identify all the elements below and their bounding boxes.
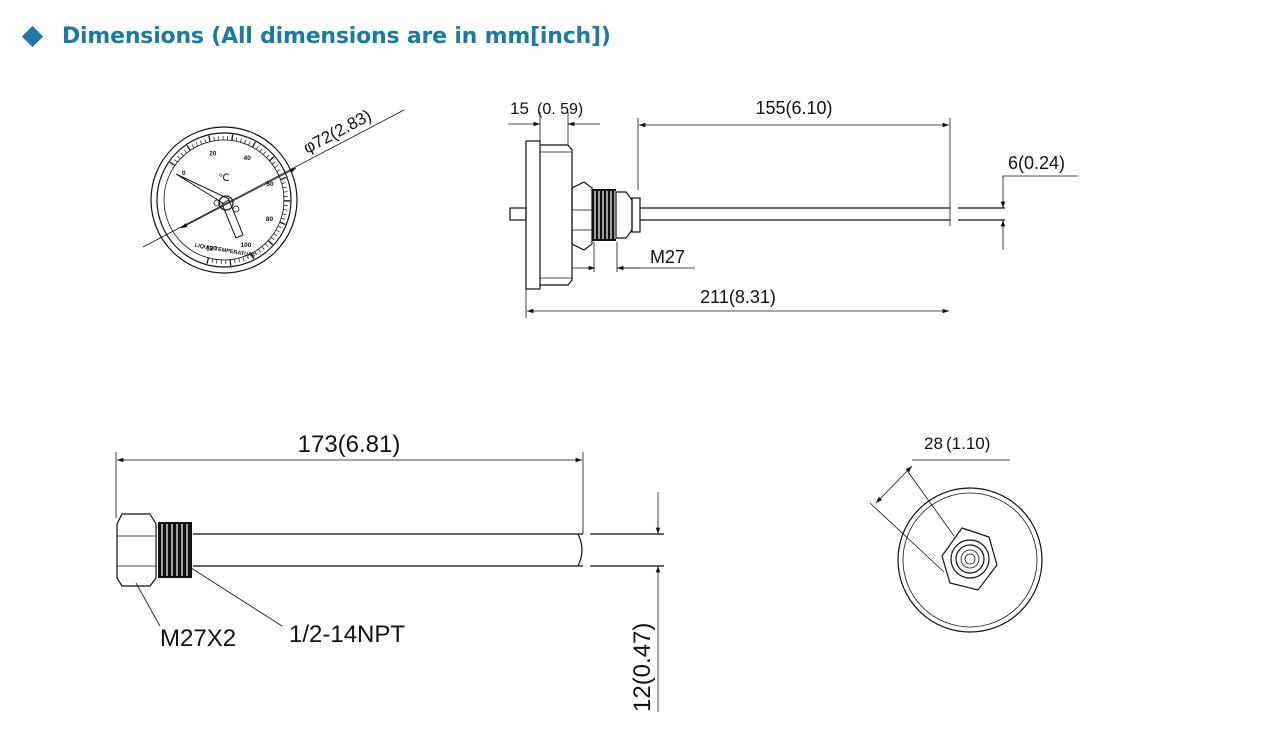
- case-width-inch-label: (0. 59): [537, 101, 583, 118]
- back-width-inch-label: (1.10): [946, 434, 990, 453]
- gauge-tick-label: 100: [241, 242, 252, 249]
- thermowell-dia-label: 12(0.47): [629, 623, 656, 712]
- thread-label: M27: [650, 247, 685, 267]
- hex-thread-label: M27X2: [160, 625, 236, 652]
- back-width-label: 28: [924, 434, 943, 453]
- gauge-tick-label: 120: [206, 245, 217, 252]
- thermowell-view: 173(6.81) 12(0.47) M27X2 1/2-14NPT: [115, 431, 664, 712]
- section-header: Dimensions (All dimensions are in mm[inc…: [21, 24, 611, 49]
- gauge-side-view: 15 (0. 59) 155(6.10) 6(0.24) M27 211(8.3…: [508, 98, 1078, 318]
- gauge-tick-label: 80: [266, 216, 274, 223]
- npt-thread-label: 1/2-14NPT: [289, 621, 405, 648]
- case-width-label: 15: [510, 99, 529, 118]
- gauge-unit-label: ℃: [218, 173, 229, 184]
- gauge-tick-label: 0: [182, 170, 186, 177]
- gauge-tick-label: 60: [266, 181, 274, 188]
- overall-length-label: 211(8.31): [700, 287, 776, 307]
- gauge-tick-label: 40: [244, 155, 252, 162]
- section-title: Dimensions (All dimensions are in mm[inc…: [62, 24, 611, 49]
- stem-length-label: 155(6.10): [755, 98, 832, 118]
- gauge-back-view: 28 (1.10): [869, 434, 1043, 633]
- stem-diameter-label: 6(0.24): [1008, 153, 1065, 173]
- gauge-tick-label: 20: [209, 150, 217, 157]
- thermowell-length-label: 173(6.81): [298, 431, 401, 458]
